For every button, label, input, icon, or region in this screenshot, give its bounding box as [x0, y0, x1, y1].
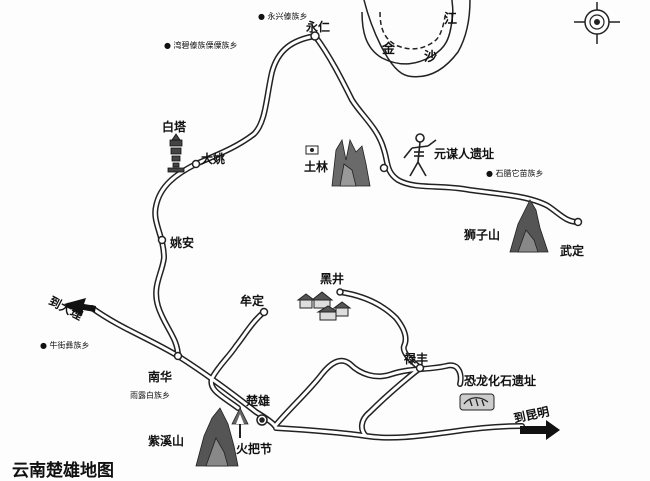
village-shila: ● 石腊它苗族乡	[486, 169, 544, 178]
town-yongren: 永仁	[306, 20, 331, 34]
marker-wuding	[573, 217, 583, 227]
town-chuxiong: 楚雄	[246, 394, 271, 408]
river-label-sha: 沙	[424, 50, 438, 65]
attraction-yuanmou: 元谋人遗址	[434, 147, 495, 161]
map-title: 云南楚雄地图	[12, 461, 114, 481]
marker-lufeng	[415, 363, 425, 373]
town-mouding: 牟定	[240, 294, 265, 308]
shizishan-mountain-icon	[509, 199, 549, 253]
attraction-heijing: 黑井	[320, 272, 345, 286]
jinsha-river	[361, 0, 471, 78]
torch-festival-icon	[231, 407, 249, 438]
village-shila-label: 石腊它苗族乡	[495, 169, 544, 178]
camera-icon	[305, 145, 319, 155]
village-yulu: 雨露白族乡	[130, 391, 170, 400]
village-wanbi: ● 湾碧傣族傈僳族乡	[164, 41, 238, 50]
town-yaoan: 姚安	[170, 236, 195, 250]
attraction-shizishan: 狮子山	[464, 228, 501, 242]
marker-mouding	[259, 307, 269, 317]
compass-icon	[574, 2, 620, 44]
zixishan-mountain-icon	[195, 407, 239, 467]
heijing-houses-icon	[296, 291, 352, 321]
attraction-baita: 白塔	[162, 120, 187, 134]
marker-yaoan	[157, 235, 167, 245]
road-yongren-nanhua	[152, 33, 318, 359]
village-yongxing: ● 永兴傣族乡	[258, 12, 308, 21]
attraction-huobajie: 火把节	[236, 442, 273, 456]
village-yongxing-label: 永兴傣族乡	[267, 12, 308, 21]
attraction-konglong: 恐龙化石遗址	[464, 374, 537, 388]
town-wuding: 武定	[560, 244, 585, 258]
marker-nanhua	[173, 351, 183, 361]
attraction-tulin: 土林	[304, 160, 329, 174]
marker-dayao	[191, 159, 201, 169]
marker-yuanmou	[379, 163, 389, 173]
attraction-zixishan: 紫溪山	[148, 434, 185, 448]
village-niujie-label: 牛街彝族乡	[49, 341, 90, 350]
town-dayao: 大姚	[201, 152, 226, 166]
skeleton-icon	[403, 133, 437, 177]
pagoda-icon	[167, 133, 185, 173]
arrow-to-dali-icon	[64, 298, 96, 316]
river-label-jiang: 江	[444, 12, 458, 27]
town-markers	[157, 31, 583, 426]
town-lufeng: 禄丰	[404, 352, 429, 366]
river-label-jin: 金	[382, 42, 396, 57]
marker-yongren	[310, 31, 320, 41]
village-niujie: ● 牛街彝族乡	[40, 341, 90, 350]
arrow-to-kunming-icon	[520, 420, 560, 440]
tulin-rock-icon	[331, 138, 371, 187]
village-wanbi-label: 湾碧傣族傈僳族乡	[173, 41, 238, 50]
dinosaur-fossil-icon	[459, 393, 495, 411]
town-nanhua: 南华	[148, 370, 173, 384]
marker-heijing	[336, 288, 344, 296]
